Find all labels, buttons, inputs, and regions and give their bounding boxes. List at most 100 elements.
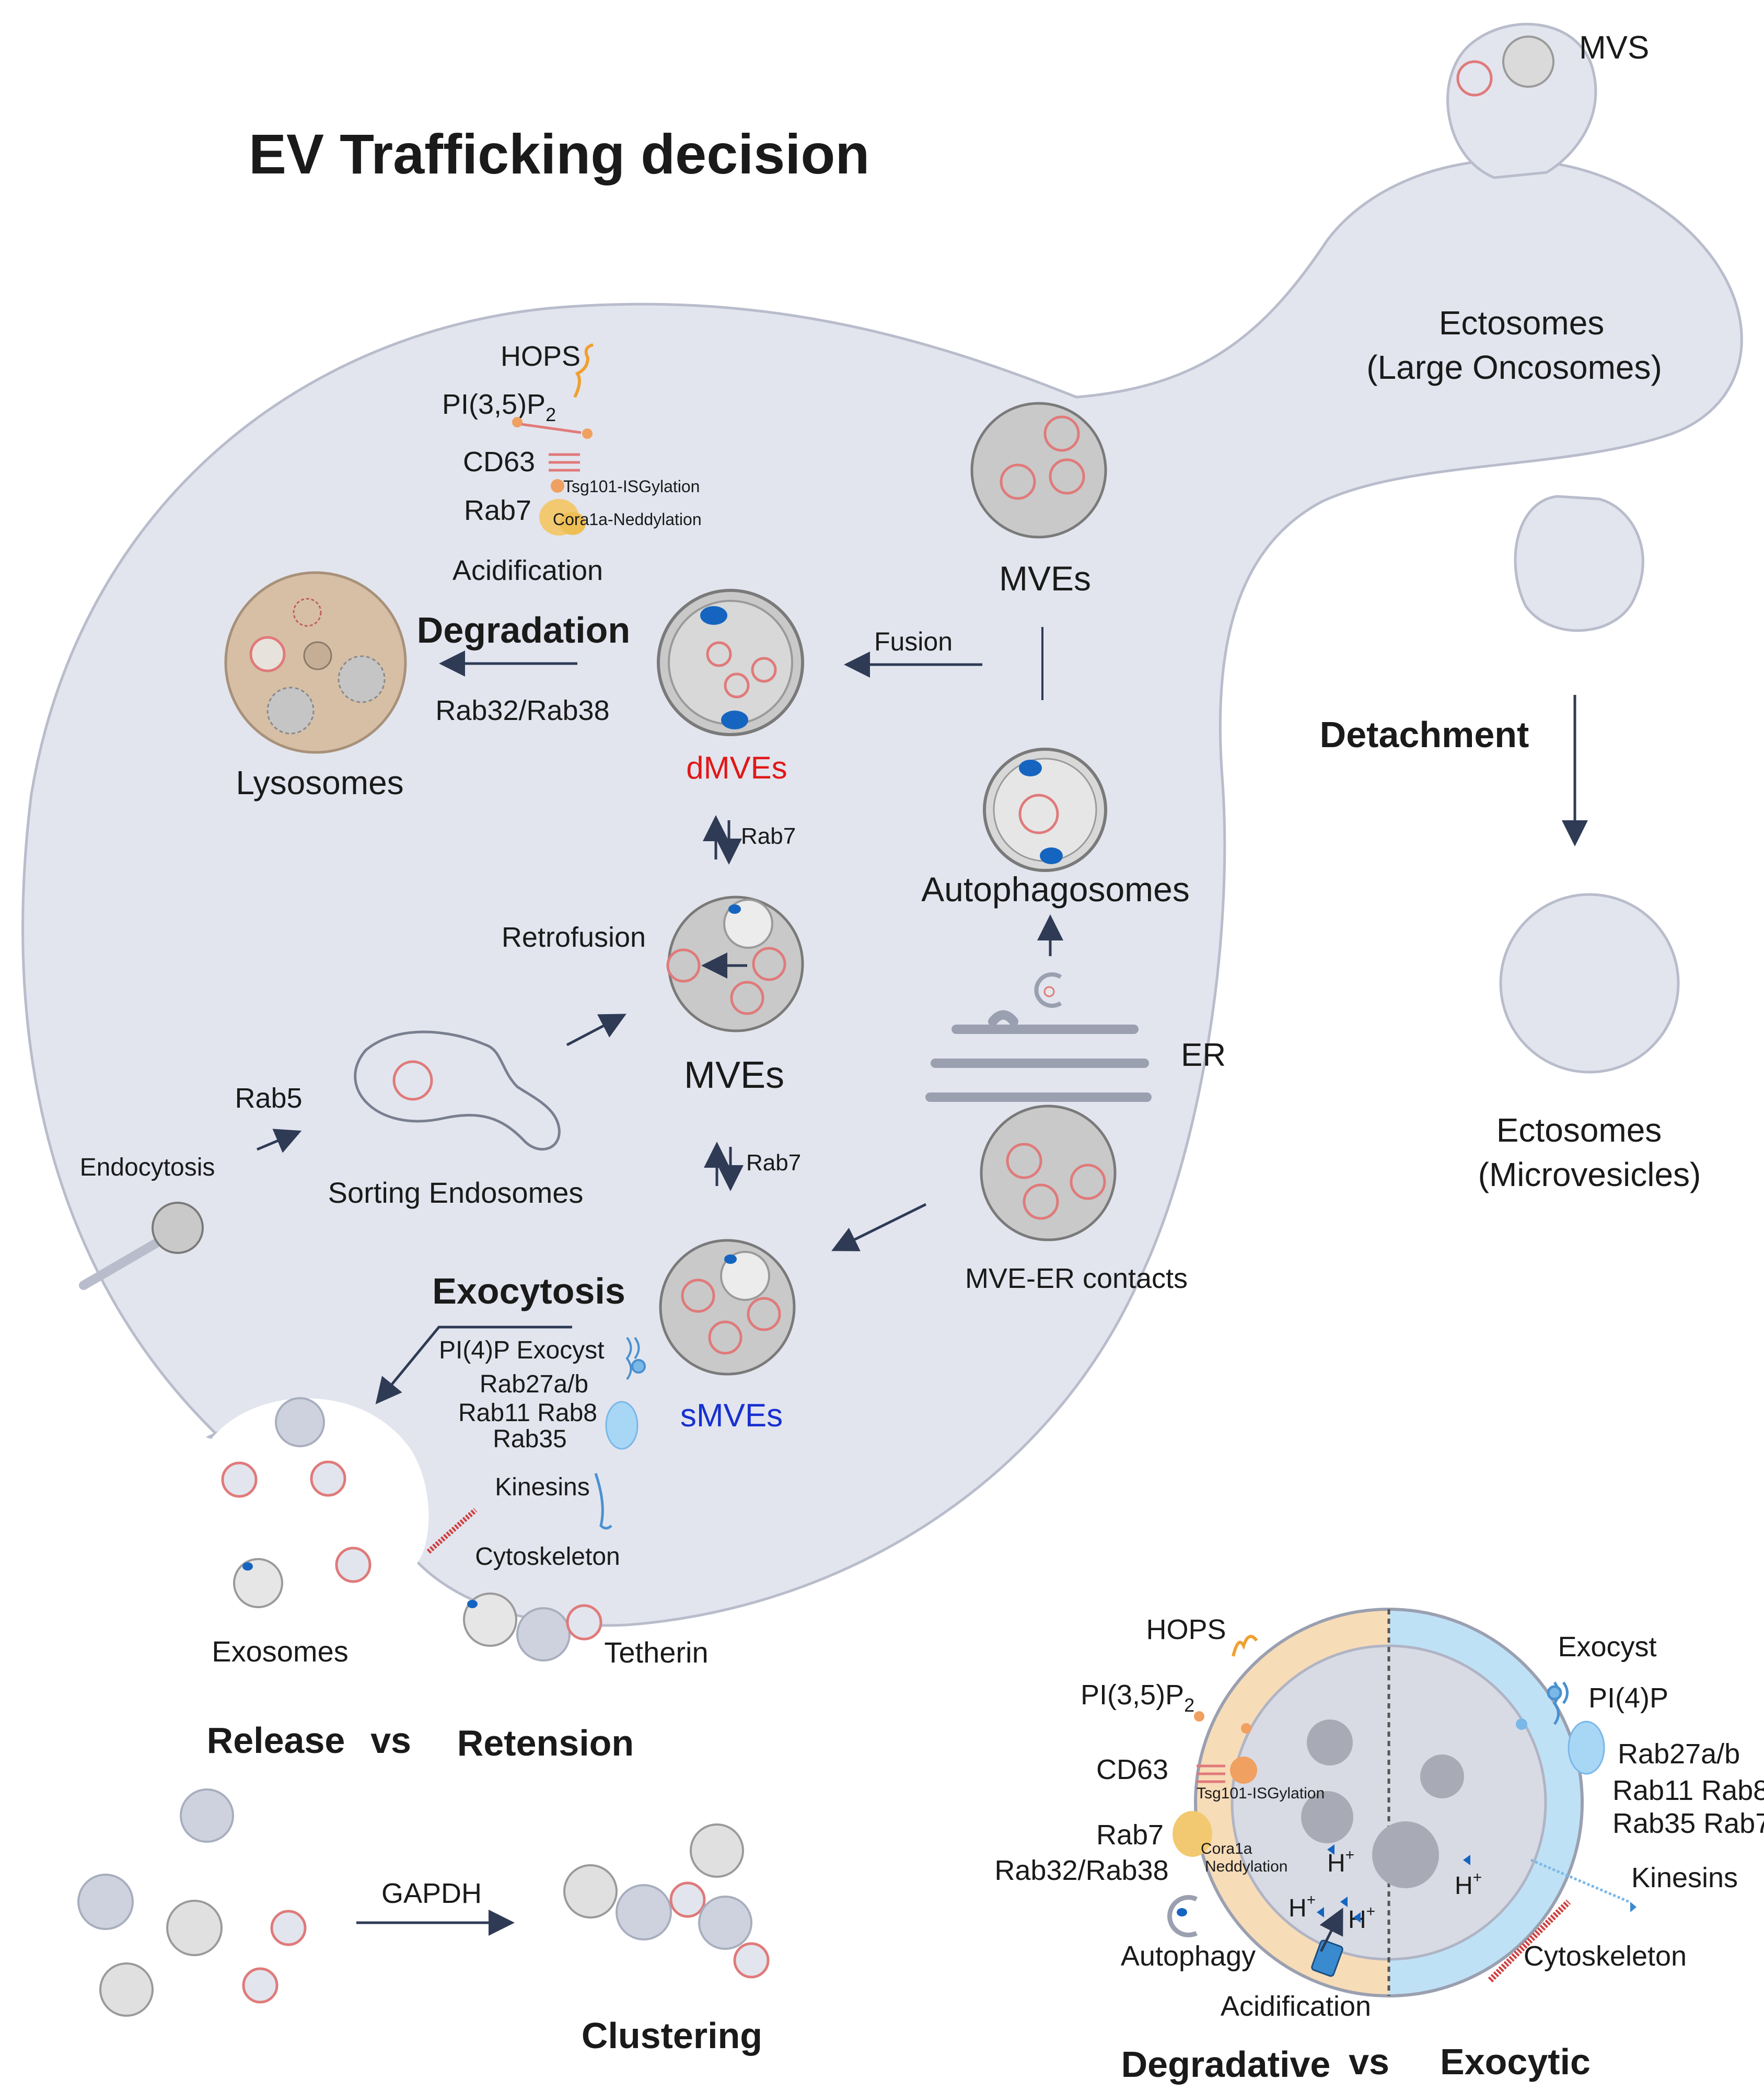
inset-label-vs: vs (1349, 2041, 1389, 2082)
inset-label-exocyst: Exocyst (1558, 1631, 1656, 1663)
inset-pi4p-icon (1516, 1718, 1527, 1730)
exosome-light (233, 1558, 283, 1608)
inset-label-cora1a: Cora1a (1201, 1840, 1252, 1857)
label-microvesicles: (Microvesicles) (1478, 1156, 1701, 1193)
label-rab7-top: Rab7 (464, 495, 531, 526)
label-release: Release (207, 1720, 345, 1761)
pi35p2-lipid-icon-2 (582, 428, 593, 439)
inset-ilv-4 (1372, 1821, 1439, 1888)
mve-top-vesicle-2 (1000, 463, 1036, 500)
autophagosome-blue-protein (1019, 760, 1042, 776)
inset-label-pi4p: PI(4)P (1588, 1682, 1668, 1714)
label-autophagosomes: Autophagosomes (921, 870, 1190, 909)
lysosome-vesicle-dashed-3 (266, 687, 315, 735)
free-vesicle-2 (77, 1874, 134, 1930)
inset-label-rab27ab: Rab27a/b (1618, 1738, 1740, 1770)
mve-er-contact (980, 1105, 1117, 1241)
tethered-vesicle (463, 1593, 517, 1647)
inset-autophagy-icon (1167, 1895, 1198, 1937)
label-kinesins: Kinesins (495, 1473, 589, 1501)
free-vesicle-5 (99, 1962, 154, 2017)
cd63-protein-icon (549, 453, 580, 472)
inset-proton-4: H+ (1455, 1869, 1482, 1900)
inset-kinesin-icon (1630, 1902, 1637, 1912)
label-smves: sMVEs (680, 1398, 783, 1434)
inset-ilv-2 (1301, 1791, 1353, 1843)
inset-kinesin-track (1530, 1858, 1630, 1903)
mve-central-vesicle-2 (752, 947, 786, 981)
label-retension: Retension (457, 1723, 634, 1763)
inset-hops-icon (1232, 1635, 1258, 1657)
label-rab5: Rab5 (235, 1083, 302, 1114)
cluster-vesicle-3 (616, 1884, 672, 1940)
mvs-vesicle-red (1456, 60, 1493, 97)
cluster-vesicle-2 (563, 1864, 618, 1919)
smve-blue-protein (724, 1254, 737, 1264)
tethered-vesicle-3 (566, 1604, 602, 1641)
inset-label-acidification: Acidification (1221, 1991, 1371, 2022)
dmve-vesicle-2 (751, 657, 777, 683)
label-degradation: Degradation (417, 610, 630, 650)
exosome-red-2 (310, 1460, 346, 1497)
cytoskeleton-filament-icon (426, 1508, 478, 1554)
cora1a-protein-icon (560, 512, 586, 535)
label-rab7-upper: Rab7 (741, 823, 796, 849)
tethered-blue-protein (467, 1600, 478, 1608)
mve-er-vesicle-3 (1023, 1183, 1059, 1220)
sorting-endosome (354, 1030, 561, 1151)
label-pi35p2: PI(3,5)P2 (442, 389, 556, 425)
label-tsg101: Tsg101-ISGylation (563, 477, 700, 496)
free-vesicle-6 (242, 1967, 278, 2004)
dmve-blue-protein-2 (721, 711, 748, 729)
endocytic-vesicle (152, 1202, 204, 1254)
label-large-oncosomes: (Large Oncosomes) (1366, 348, 1662, 386)
cluster-vesicle (690, 1823, 744, 1878)
pi35p2-lipid-icon (512, 417, 523, 427)
free-vesicle-4 (270, 1910, 307, 1946)
arrow-rab5 (257, 1129, 302, 1153)
sorting-endosome-vesicle (392, 1060, 433, 1101)
label-dmves: dMVEs (686, 750, 787, 785)
label-fusion: Fusion (874, 627, 953, 656)
exosome-red (221, 1461, 258, 1498)
label-rab35: Rab35 (493, 1425, 566, 1453)
inset-label-hops: HOPS (1146, 1614, 1226, 1645)
free-vesicle-3 (166, 1900, 223, 1956)
inset-label-cd63: CD63 (1096, 1754, 1168, 1785)
label-retrofusion: Retrofusion (502, 922, 646, 953)
mve-central-vesicle-3 (730, 981, 764, 1015)
label-er: ER (1181, 1037, 1226, 1073)
hops-protein-icon (573, 343, 594, 398)
label-ectosomes-micro: Ectosomes (1496, 1111, 1662, 1149)
rab-protein-icon (605, 1401, 639, 1450)
tsg101-icon (551, 479, 564, 493)
ectosome-bud (1514, 495, 1644, 632)
inset-pi35p2-icon-2 (1241, 1723, 1251, 1734)
inset-rab7-icon (1173, 1811, 1212, 1857)
label-rab11-rab8: Rab11 Rab8 (458, 1399, 597, 1427)
cell-membrane (21, 158, 1743, 1627)
inset-exocyst-icon (1547, 1681, 1569, 1725)
smve-vesicle-2 (747, 1297, 781, 1331)
label-vs-release: vs (370, 1720, 411, 1761)
label-mves-top: MVEs (999, 559, 1091, 598)
mve-top-vesicle (1043, 415, 1080, 452)
exocyst-complex-icon (625, 1336, 646, 1380)
mve-top (970, 402, 1107, 539)
inset-label-kinesins: Kinesins (1631, 1862, 1738, 1893)
label-pi4p-exocyst: PI(4)P Exocyst (439, 1336, 605, 1364)
label-rab7-lower: Rab7 (746, 1150, 801, 1176)
mve-er-vesicle-2 (1070, 1164, 1106, 1200)
label-sorting-endosomes: Sorting Endosomes (328, 1176, 584, 1209)
inset-tsg101-icon (1230, 1757, 1257, 1784)
label-mvs: MVS (1579, 30, 1649, 66)
inset-mve-comparison (1194, 1608, 1584, 1997)
mve-top-vesicle-3 (1049, 458, 1085, 495)
mvs-vesicle-grey (1502, 36, 1554, 88)
mve-er-vesicle (1006, 1143, 1042, 1179)
inset-proton-triangles (1317, 1844, 1470, 1923)
er-stack (925, 1010, 1152, 1102)
label-exocytosis: Exocytosis (432, 1271, 625, 1311)
lysosome-vesicle (249, 636, 286, 672)
